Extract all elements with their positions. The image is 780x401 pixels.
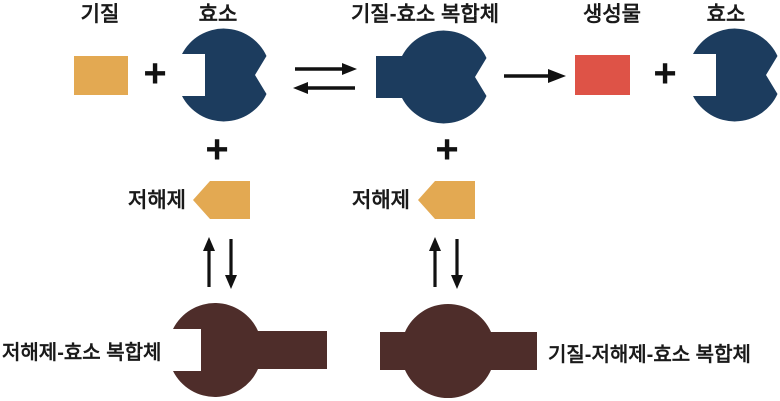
ei-complex-body bbox=[173, 303, 327, 397]
arrow-head bbox=[548, 69, 566, 83]
plus-sign-product-enzyme: + bbox=[653, 51, 677, 96]
enzyme-label: 효소 bbox=[198, 3, 238, 26]
vertical-up-arrow-left-icon bbox=[203, 237, 215, 287]
inhibitor-pentagon bbox=[193, 181, 250, 219]
ei-complex-label: 저해제-효소 복합체 bbox=[2, 342, 162, 364]
product-shape bbox=[575, 55, 630, 95]
plus-sign-substrate-enzyme: + bbox=[143, 51, 167, 96]
es-complex-body bbox=[376, 30, 487, 124]
es-complex-shape bbox=[376, 30, 487, 124]
arrow-head bbox=[451, 275, 463, 289]
plus-sign-enzyme-inhibitor: + bbox=[205, 127, 229, 172]
inhibitor-mid-label: 저해제 bbox=[352, 189, 410, 212]
substrate-shape bbox=[74, 56, 128, 95]
equilibrium-forward-arrow-icon bbox=[295, 63, 357, 75]
arrow-head bbox=[225, 275, 237, 289]
vertical-up-arrow-mid-icon bbox=[429, 237, 441, 287]
product-square bbox=[575, 55, 630, 95]
esi-complex-shape bbox=[380, 303, 537, 399]
ei-complex-shape bbox=[173, 303, 327, 397]
vertical-down-arrow-left-icon bbox=[225, 239, 237, 289]
substrate-label: 기질 bbox=[80, 3, 120, 26]
product-label: 생성물 bbox=[583, 3, 641, 26]
inhibitor-left-shape bbox=[193, 181, 250, 219]
enzyme-body bbox=[693, 28, 778, 122]
plus-sign-complex-inhibitor: + bbox=[435, 127, 459, 172]
equilibrium-reverse-arrow-icon bbox=[293, 82, 355, 94]
arrow-head bbox=[342, 63, 357, 75]
inhibitor-pentagon bbox=[418, 181, 475, 219]
arrow-head bbox=[203, 237, 215, 251]
enzyme-right-shape bbox=[693, 28, 778, 122]
enzyme-right-label: 효소 bbox=[706, 3, 746, 26]
product-forward-arrow-icon bbox=[504, 69, 566, 83]
substrate-square bbox=[74, 56, 128, 95]
esi-complex-body bbox=[380, 303, 537, 399]
esi-complex-label: 기질-저해제-효소 복합체 bbox=[548, 344, 751, 366]
enzyme-body bbox=[182, 28, 267, 122]
vertical-down-arrow-mid-icon bbox=[451, 239, 463, 289]
arrow-head bbox=[429, 237, 441, 251]
arrow-head bbox=[293, 82, 308, 94]
inhibitor-mid-shape bbox=[418, 181, 475, 219]
es-complex-label: 기질-효소 복합체 bbox=[350, 3, 500, 26]
inhibitor-left-label: 저해제 bbox=[128, 189, 186, 212]
enzyme-shape bbox=[182, 28, 267, 122]
